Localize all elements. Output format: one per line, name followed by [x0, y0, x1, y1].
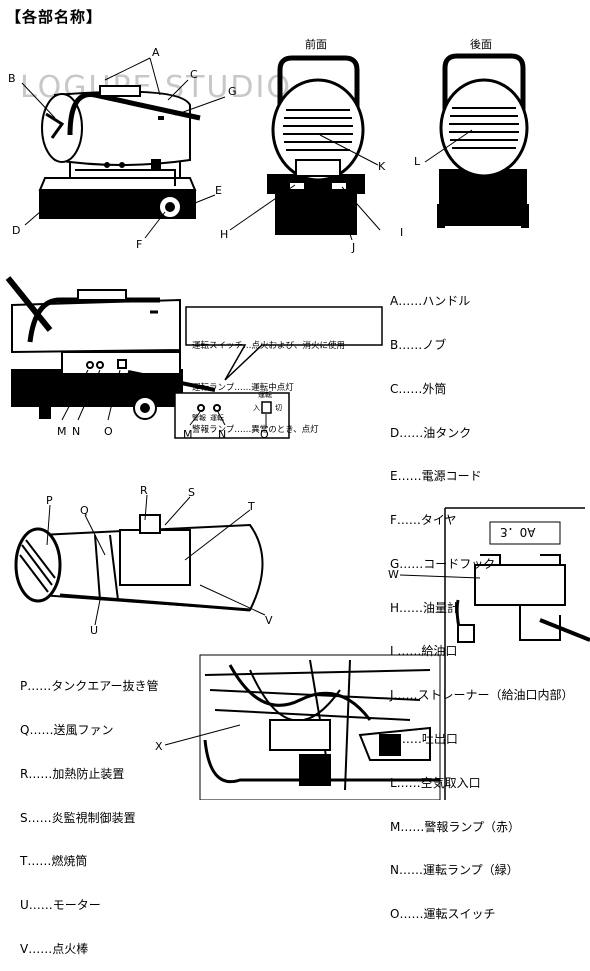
panel-switch-label: 運転: [258, 391, 272, 399]
label-d: D: [12, 224, 21, 237]
legend-item: G……コードフック: [390, 556, 496, 571]
panel-alarm-label: 警報: [192, 414, 206, 422]
heater-iso-drawing: [38, 85, 201, 219]
parts-diagram: [5, 53, 590, 800]
label-x: X: [155, 740, 163, 753]
callout-line: 警報ランプ……異常のとき、点灯: [192, 425, 319, 435]
page-title: 【各部名称】: [6, 8, 103, 26]
legend-item: S……炎監視制御装置: [20, 810, 136, 825]
panel-on-label: 入: [253, 404, 260, 412]
panel-off-label: 切: [275, 404, 282, 412]
label-q: Q: [80, 504, 89, 517]
heater-front-drawing: [267, 55, 365, 235]
label-m-side: M: [57, 425, 67, 438]
legend-item: K……吐出口: [390, 732, 458, 746]
legend-item: F……タイヤ: [390, 513, 457, 528]
legend-item: D……油タンク: [390, 425, 472, 440]
label-a: A: [152, 46, 160, 59]
label-g: G: [228, 85, 237, 98]
legend-item: B……ノブ: [390, 337, 447, 352]
label-r: R: [140, 484, 148, 497]
legend-item: O……運転スイッチ: [390, 907, 496, 922]
label-u: U: [90, 624, 99, 637]
label-v: V: [265, 614, 273, 627]
label-k: K: [378, 160, 386, 173]
legend-item: V……点火棒: [20, 941, 89, 956]
legend-item: I ……給油口: [390, 644, 458, 659]
label-t: T: [248, 500, 255, 513]
label-i: I: [400, 226, 404, 239]
wiring-detail: [199, 654, 441, 800]
power-cord-detail: [444, 507, 590, 800]
legend-item: R……加熱防止装置: [20, 766, 125, 781]
parts-legend-2: P……タンクエアー抜き管 Q……送風ファン R……加熱防止装置 S……炎監視制御…: [20, 650, 159, 971]
label-s: S: [188, 486, 195, 499]
heater-internal-drawing: [14, 514, 264, 612]
heater-back-drawing: [437, 53, 529, 228]
parts-legend-1: A……ハンドル B……ノブ C……外筒 D……油タンク E……電源コード F………: [390, 265, 574, 936]
callout-line: 運転スイッチ…点火および、消火に使用: [192, 341, 346, 351]
legend-item: A……ハンドル: [390, 294, 471, 309]
back-view-label: 後面: [470, 38, 492, 51]
legend-item: M……警報ランプ（赤）: [390, 819, 520, 834]
label-h: H: [220, 228, 229, 241]
callout-text: 運転スイッチ…点火および、消火に使用 運転ランプ……運転中点灯 警報ランプ……異…: [192, 311, 345, 451]
legend-item: L……空気取入口: [390, 775, 481, 790]
legend-item: C……外筒: [390, 381, 447, 396]
label-p: P: [46, 494, 53, 507]
label-c: C: [190, 68, 198, 81]
label-e: E: [215, 184, 222, 197]
label-o-panel: O: [260, 428, 269, 441]
legend-item: N……運転ランプ（緑）: [390, 863, 519, 878]
legend-item: J……ストレーナー（給油口内部）: [390, 688, 574, 703]
label-n-side: N: [72, 425, 81, 438]
label-w: W: [388, 568, 399, 581]
label-f: F: [136, 238, 143, 251]
legend-item: T……燃焼筒: [20, 854, 88, 869]
panel-run-label: 運転: [210, 414, 224, 422]
label-b: B: [8, 72, 16, 85]
callout-line: 運転ランプ……運転中点灯: [192, 383, 294, 393]
front-view-label: 前面: [305, 38, 327, 51]
control-panel-inset: [174, 392, 290, 439]
label-j: J: [352, 241, 356, 254]
amp-label: 3．0A: [500, 525, 536, 539]
label-m-panel: M: [183, 428, 193, 441]
legend-item: Q……送風ファン: [20, 722, 114, 737]
label-o-side: O: [104, 425, 113, 438]
legend-item: H……油量計: [390, 600, 460, 615]
legend-item: P……タンクエアー抜き管: [20, 679, 159, 694]
callout-bubble: [185, 306, 383, 381]
legend-item: E……電源コード: [390, 469, 482, 484]
label-n-panel: N: [218, 428, 227, 441]
label-l: L: [414, 155, 421, 168]
legend-item: U……モーター: [20, 898, 101, 913]
